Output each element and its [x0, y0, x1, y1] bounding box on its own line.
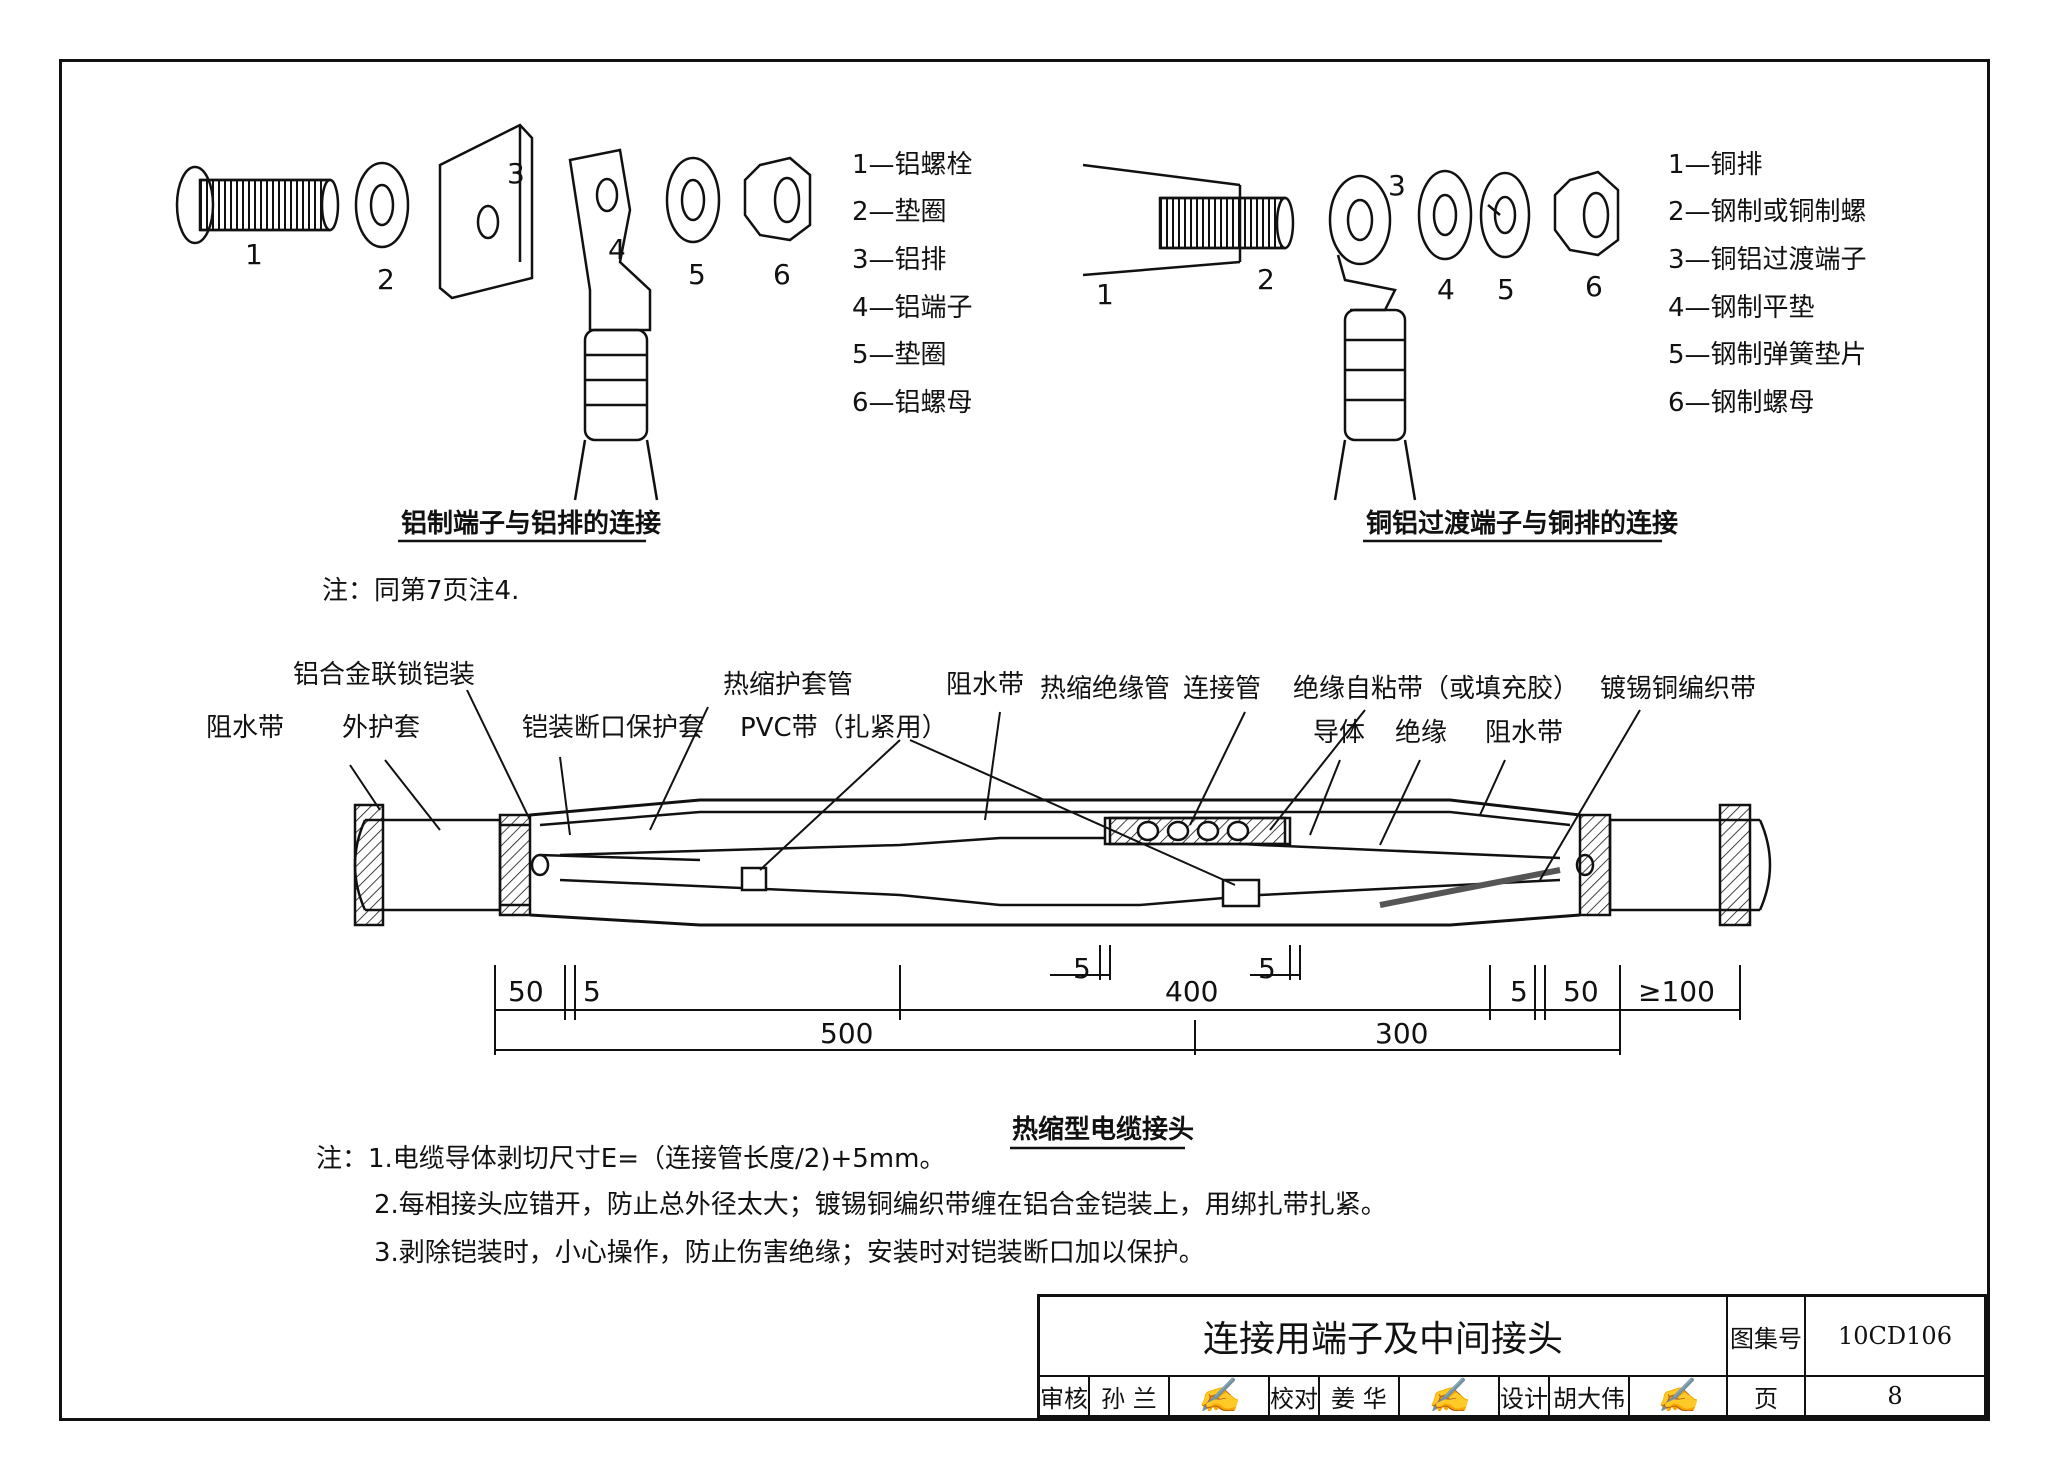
- dim-500: 500: [820, 1017, 874, 1050]
- dim-5-mid-right: 5: [1258, 952, 1276, 985]
- label-heat-shrink-insulation: 热缩绝缘管: [1040, 674, 1171, 704]
- part2-num-4: 4: [1437, 273, 1455, 306]
- part-num-2: 2: [377, 263, 395, 296]
- part-num-4: 4: [608, 233, 626, 266]
- note2-line-2: 2.每相接头应错开，防止总外径太大；镀锡铜编织带缠在铝合金铠装上，用绑扎带扎紧。: [374, 1190, 1387, 1220]
- title-block-row-1: 连接用端子及中间接头 图集号 10CD106: [1040, 1297, 1984, 1377]
- label-pvc-tape: PVC带（扎紧用）: [740, 713, 948, 743]
- note-1: 注：同第7页注4.: [322, 576, 520, 606]
- dim-5-mid-left: 5: [1073, 952, 1091, 985]
- nut-6b: [1553, 170, 1620, 257]
- drawing-title: 连接用端子及中间接头: [1040, 1297, 1728, 1375]
- dim-300: 300: [1375, 1017, 1429, 1050]
- part2-num-6: 6: [1585, 270, 1603, 303]
- note2-line-1: 注：1.电缆导体剥切尺寸E=（连接管长度/2)+5mm。: [316, 1144, 946, 1174]
- part2-num-5: 5: [1497, 273, 1515, 306]
- design-label: 设计: [1500, 1377, 1550, 1415]
- washer-5: [665, 156, 721, 244]
- legend1-item-2: 2—垫圈: [852, 197, 947, 227]
- designer-signature: ✍: [1630, 1376, 1728, 1416]
- label-water-block-left: 阻水带: [206, 713, 285, 743]
- page-label: 页: [1728, 1377, 1806, 1415]
- bolt-2: [1158, 196, 1295, 250]
- review-label: 审核: [1040, 1377, 1090, 1415]
- reviewer-signature: ✍: [1170, 1376, 1270, 1416]
- washer-2: [354, 161, 410, 249]
- dimension-lines: [494, 945, 1741, 1055]
- label-self-adhesive-tape: 绝缘自粘带（或填充胶）: [1293, 674, 1580, 704]
- label-conductor: 导体: [1313, 718, 1366, 748]
- legend1-item-1: 1—铝螺栓: [852, 150, 973, 180]
- drawing-frame: [59, 59, 1990, 1421]
- part-num-1: 1: [245, 238, 263, 271]
- checker-signature: ✍: [1400, 1376, 1500, 1416]
- label-armor-break-guard: 铠装断口保护套: [522, 713, 705, 743]
- label-water-block-right: 阻水带: [1485, 718, 1564, 748]
- designer-name: 胡大伟: [1550, 1377, 1630, 1415]
- dim-min-100: ≥100: [1638, 975, 1715, 1008]
- legend2-item-1: 1—铜排: [1668, 150, 1763, 180]
- part-num-5: 5: [688, 258, 706, 291]
- transition-terminal-3: [1328, 174, 1417, 501]
- caption-aluminum-terminal: 铝制端子与铝排的连接: [401, 509, 662, 539]
- spring-washer-5: [1479, 171, 1531, 259]
- part2-num-3: 3: [1388, 169, 1406, 202]
- part2-num-1: 1: [1096, 278, 1114, 311]
- caption-heat-shrink-joint: 热缩型电缆接头: [1012, 1115, 1195, 1145]
- dim-50-left: 50: [508, 975, 544, 1008]
- terminal-4: [568, 148, 659, 501]
- dim-50-right: 50: [1563, 975, 1599, 1008]
- nut-6: [743, 156, 812, 242]
- legend2-item-2: 2—钢制或铜制螺: [1668, 197, 1867, 227]
- dim-5-left: 5: [583, 975, 601, 1008]
- legend2-item-3: 3—铜铝过渡端子: [1668, 245, 1867, 275]
- cable-joint-body: [353, 798, 1772, 927]
- label-tinned-braid: 镀锡铜编织带: [1600, 674, 1757, 704]
- label-heat-shrink-jacket: 热缩护套管: [723, 670, 854, 700]
- check-label: 校对: [1270, 1377, 1320, 1415]
- caption-transition-terminal: 铜铝过渡端子与铜排的连接: [1366, 509, 1679, 539]
- note2-line-3: 3.剥除铠装时，小心操作，防止伤害绝缘；安装时对铠装断口加以保护。: [374, 1238, 1205, 1268]
- label-connector-tube: 连接管: [1183, 674, 1262, 704]
- legend2-item-6: 6—钢制螺母: [1668, 388, 1815, 418]
- label-water-block-mid: 阻水带: [946, 670, 1025, 700]
- page-number: 8: [1887, 1382, 1903, 1410]
- title-block-row-2: 审核 孙 兰 ✍ 校对 姜 华 ✍ 设计 胡大伟 ✍ 页 8: [1040, 1376, 1984, 1416]
- part-num-6: 6: [773, 258, 791, 291]
- label-alloy-armor: 铝合金联锁铠装: [293, 660, 476, 690]
- atlas-no-value: 10CD106: [1838, 1322, 1952, 1350]
- flat-washer-4: [1417, 169, 1473, 261]
- atlas-no-label: 图集号: [1728, 1297, 1806, 1375]
- legend2-item-4: 4—钢制平垫: [1668, 293, 1815, 323]
- checker-name: 姜 华: [1320, 1377, 1400, 1415]
- title-block: 连接用端子及中间接头 图集号 10CD106 审核 孙 兰 ✍ 校对 姜 华 ✍…: [1037, 1294, 1987, 1418]
- leader-lines: [349, 689, 1641, 886]
- busbar-3: [438, 123, 534, 300]
- part-num-3: 3: [507, 157, 525, 190]
- legend1-item-3: 3—铝排: [852, 245, 947, 275]
- label-insulation: 绝缘: [1395, 718, 1448, 748]
- part2-num-2: 2: [1257, 263, 1275, 296]
- legend1-item-4: 4—铝端子: [852, 293, 973, 323]
- bolt-1: [175, 165, 340, 245]
- dim-5-right: 5: [1510, 975, 1528, 1008]
- reviewer-name: 孙 兰: [1090, 1377, 1170, 1415]
- label-outer-sheath: 外护套: [342, 713, 421, 743]
- legend2-item-5: 5—钢制弹簧垫片: [1668, 340, 1867, 370]
- dim-400: 400: [1165, 975, 1219, 1008]
- legend1-item-6: 6—铝螺母: [852, 388, 973, 418]
- legend1-item-5: 5—垫圈: [852, 340, 947, 370]
